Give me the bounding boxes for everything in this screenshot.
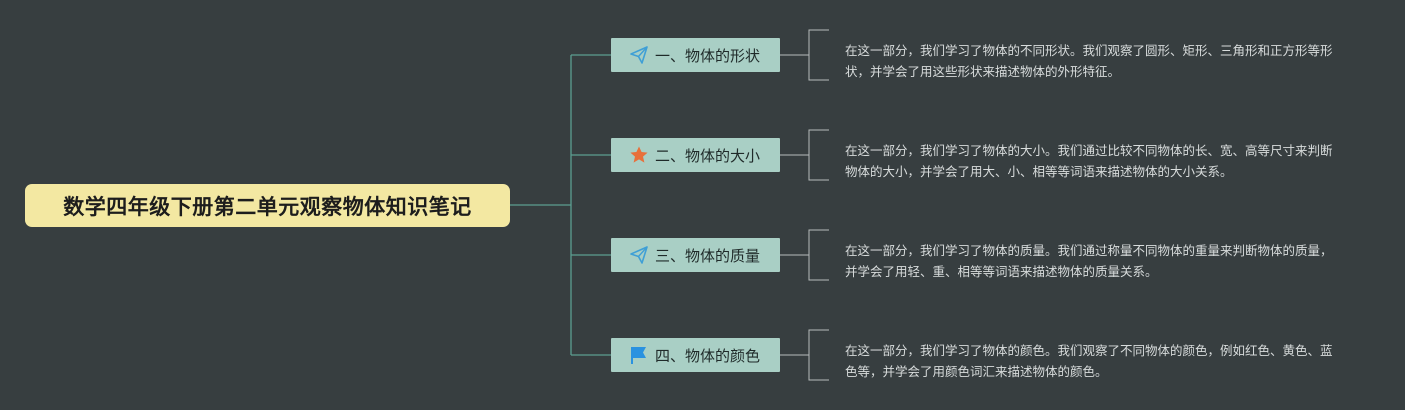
central-topic[interactable]: 数学四年级下册第二单元观察物体知识笔记 bbox=[25, 184, 510, 227]
paper-plane-icon bbox=[629, 45, 649, 65]
branch-topic-mass[interactable]: 三、物体的质量 bbox=[611, 238, 780, 272]
note-connector-3 bbox=[780, 229, 829, 281]
branch-label: 二、物体的大小 bbox=[655, 146, 761, 165]
note-connector-1 bbox=[780, 29, 829, 81]
branch-topic-size[interactable]: 二、物体的大小 bbox=[611, 138, 780, 172]
branch-topic-shape[interactable]: 一、物体的形状 bbox=[611, 38, 780, 72]
branch-label: 四、物体的颜色 bbox=[655, 346, 761, 365]
note-text-shape[interactable]: 在这一部分，我们学习了物体的不同形状。我们观察了圆形、矩形、三角形和正方形等形状… bbox=[845, 43, 1333, 79]
paper-plane-icon bbox=[629, 245, 649, 265]
flag-icon bbox=[629, 345, 649, 365]
note-connector-2 bbox=[780, 129, 829, 181]
note-text-size[interactable]: 在这一部分，我们学习了物体的大小。我们通过比较不同物体的长、宽、高等尺寸来判断物… bbox=[845, 143, 1333, 179]
note-connector-4 bbox=[780, 329, 829, 381]
branch-label: 一、物体的形状 bbox=[655, 46, 761, 65]
branch-label: 三、物体的质量 bbox=[655, 246, 761, 265]
star-icon bbox=[629, 145, 649, 165]
note-text-color[interactable]: 在这一部分，我们学习了物体的颜色。我们观察了不同物体的颜色，例如红色、黄色、蓝色… bbox=[845, 343, 1333, 379]
note-text-mass[interactable]: 在这一部分，我们学习了物体的质量。我们通过称量不同物体的重量来判断物体的质量，并… bbox=[845, 243, 1333, 279]
branch-topic-color[interactable]: 四、物体的颜色 bbox=[611, 338, 780, 372]
